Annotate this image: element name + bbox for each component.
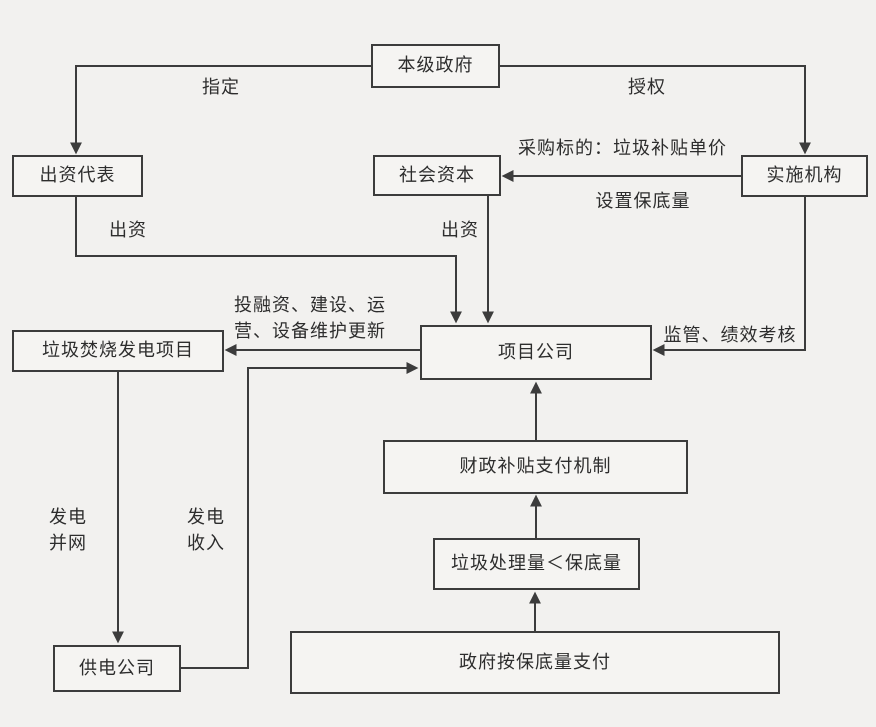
- node-government-floor-payment: 政府按保底量支付: [290, 631, 780, 694]
- edge-power-revenue-line: [181, 362, 419, 669]
- edge-label-invest-from-social-capital: 出资: [441, 220, 479, 240]
- node-implementing-agency: 实施机构: [741, 155, 868, 197]
- node-waste-incineration-project: 垃圾焚烧发电项目: [12, 330, 224, 372]
- edge-label-invest-from-representative: 出资: [109, 220, 147, 240]
- edge-authorize-line: [500, 65, 811, 155]
- node-power-supply-company: 供电公司: [53, 645, 181, 692]
- edge-label-authorize: 授权: [628, 77, 666, 97]
- edge-label-procurement-subject: 采购标的：垃圾补贴单价: [518, 138, 727, 158]
- edge-label-set-floor-volume: 设置保底量: [595, 191, 691, 211]
- node-social-capital: 社会资本: [373, 155, 501, 196]
- edge-invest-representative-line: [75, 197, 462, 324]
- edge-label-power-revenue: 发电收入: [187, 507, 225, 554]
- edge-label-designate: 指定: [202, 77, 240, 97]
- edge-label-grid-connection: 发电并网: [49, 507, 87, 554]
- edge-designate-line: [70, 65, 371, 155]
- node-funding-representative: 出资代表: [12, 155, 143, 197]
- edge-label-supervision-assessment: 监管、绩效考核: [663, 325, 797, 345]
- node-waste-volume-condition: 垃圾处理量＜保底量: [433, 538, 640, 590]
- edge-label-finance-build-operate: 投融资、建设、运营、设备维护更新: [234, 295, 386, 342]
- node-project-company: 项目公司: [420, 325, 652, 380]
- node-government: 本级政府: [371, 44, 500, 88]
- edge-supervision-line: [652, 197, 806, 356]
- node-fiscal-subsidy-mechanism: 财政补贴支付机制: [383, 440, 688, 494]
